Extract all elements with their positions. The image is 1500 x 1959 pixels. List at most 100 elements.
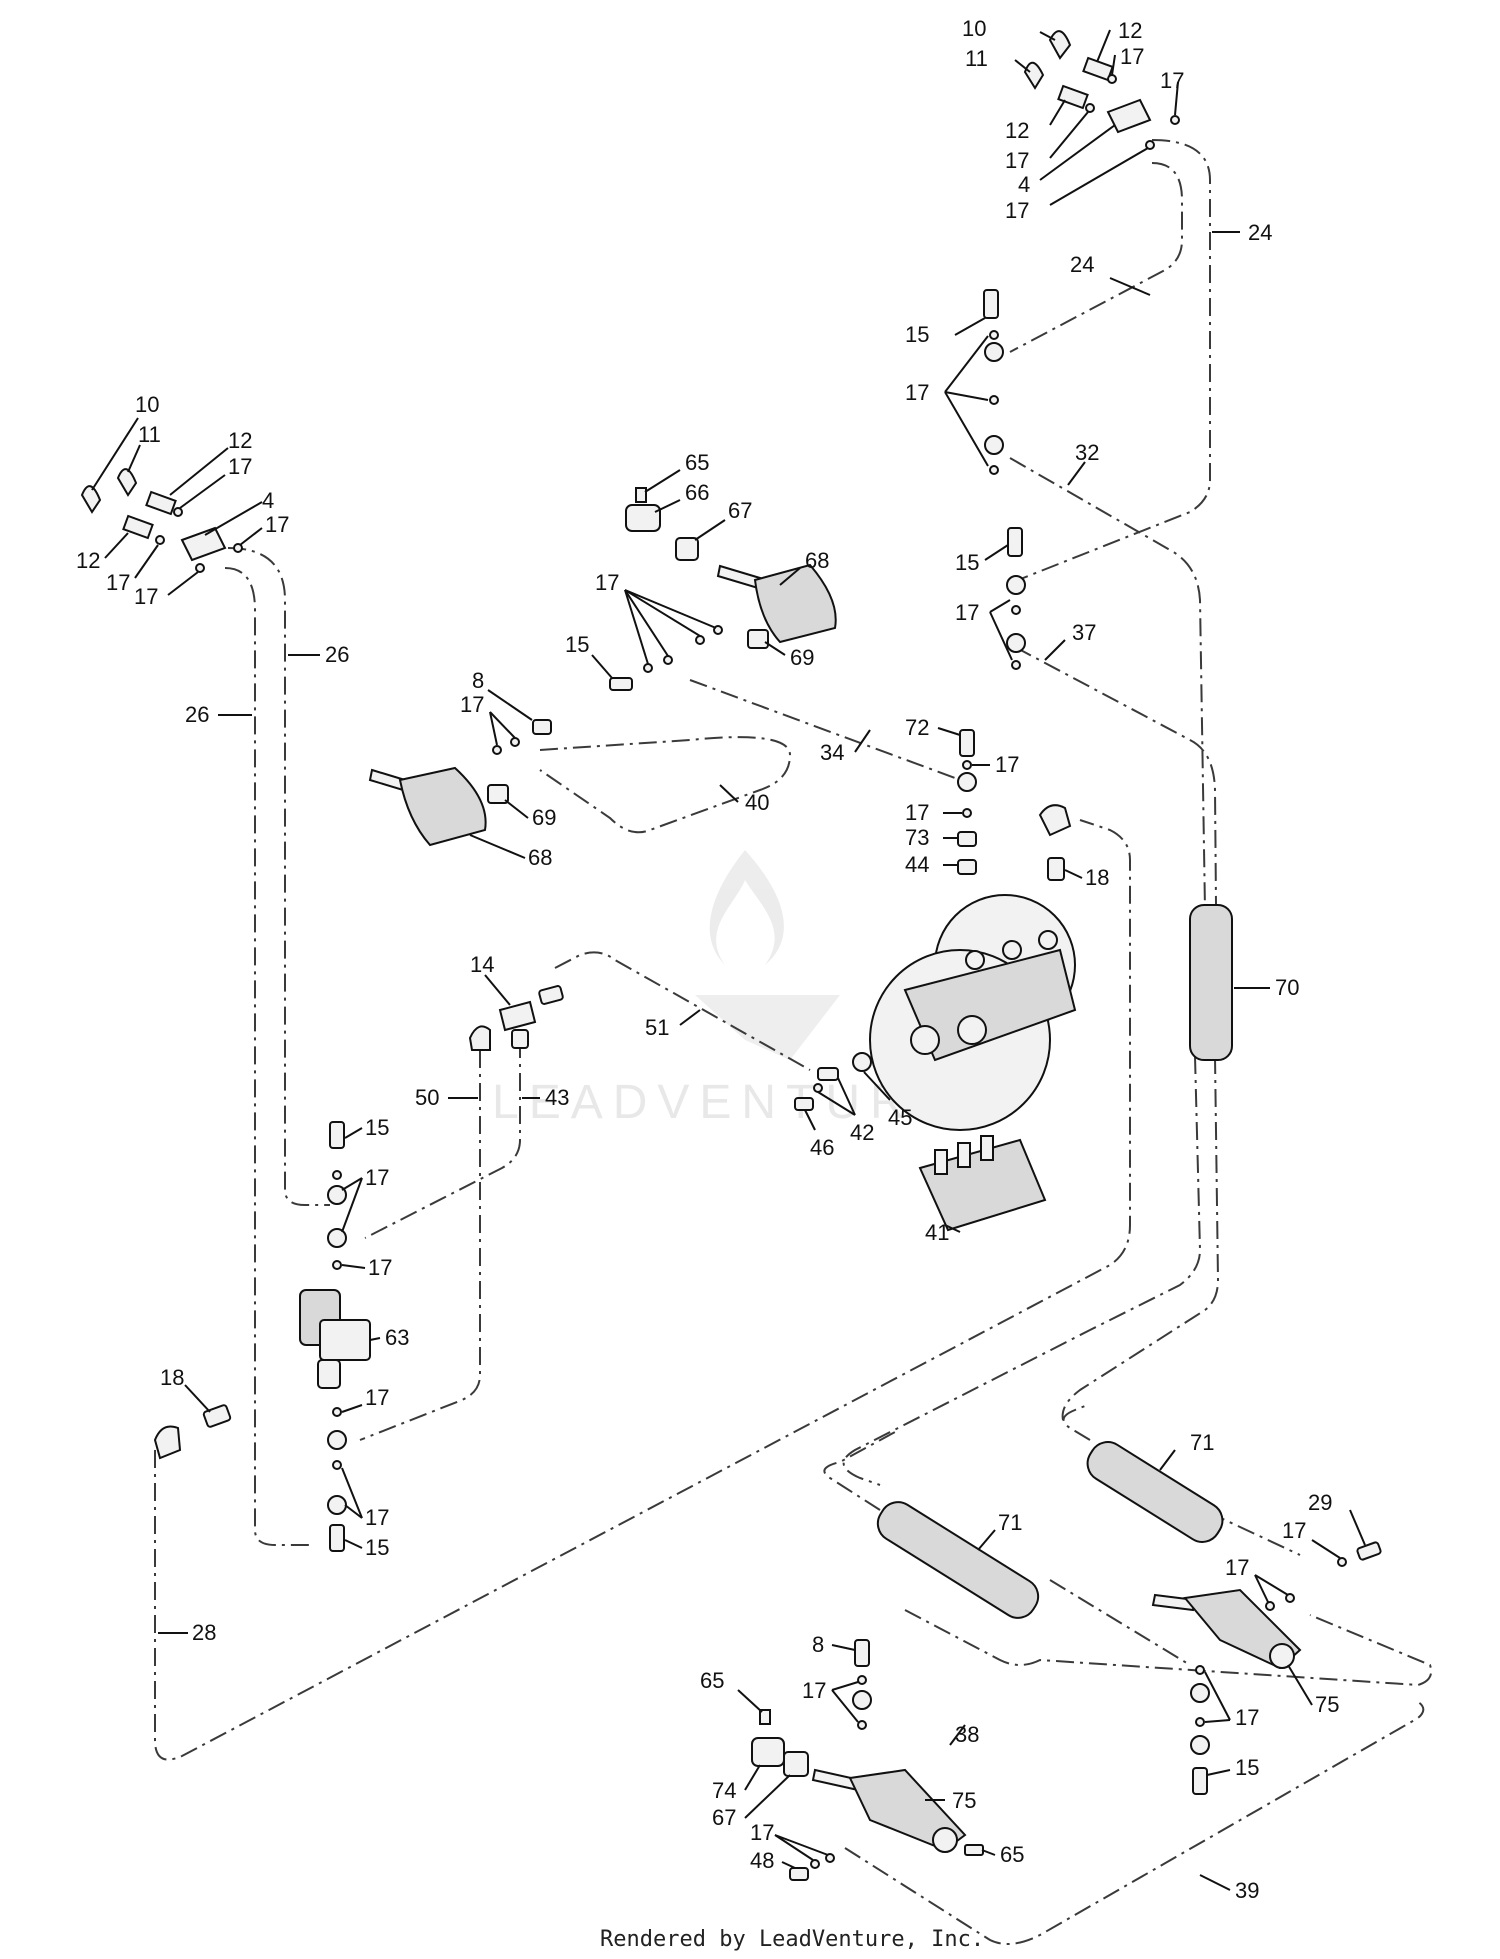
leader-17s [1311,1539,1341,1559]
leader-68b [469,834,526,859]
fitting-14-top [538,985,564,1005]
leader-12b [1049,99,1066,126]
watermark: LEADVENTURE [492,850,947,1129]
oring-17f-2 [1011,660,1021,670]
hose-32 [1009,457,1206,911]
callout-12d: 12 [76,548,100,573]
fitting-69a [747,629,769,649]
oring-17w-2 [825,1853,835,1863]
leader-67a [694,519,726,541]
oring-17t-2 [1285,1593,1295,1603]
oring-17v-1 [857,1675,867,1685]
bracket-assembly-left [80,468,243,573]
leader-17o-2 [341,1177,363,1233]
fittings-42 [794,1052,872,1111]
callout-4b: 4 [262,488,274,513]
leader-lines [91,29,1366,1891]
coupler-12c [145,490,177,516]
leader-40 [719,784,739,803]
grease-fitting-65c [964,1844,984,1856]
leader-17a [1111,54,1116,76]
hoses [154,139,1433,1945]
fitting-8b [854,1639,870,1667]
fitting-44 [957,859,977,875]
oring-17f-1 [1011,605,1021,615]
fitting-69b [487,784,509,804]
hose-70-lower [1061,1055,1220,1421]
callout-17m: 17 [995,752,1019,777]
leader-17o-1 [341,1177,363,1191]
leader-42-2 [837,1077,856,1116]
leader-17u-1 [1204,1671,1231,1721]
hose-26-left [224,567,310,1546]
bracket-assembly-top-right [1023,30,1180,150]
oring-17q [332,1407,342,1417]
control-valve-41 [918,1135,1047,1232]
banjo-fitting-l [852,1690,872,1710]
banjo-fitting-f [327,1185,347,1205]
callout-40: 40 [745,790,769,815]
callout-8b: 8 [812,1632,824,1657]
fitting-42 [817,1067,839,1081]
bolt-29 [1356,1541,1382,1561]
footer-credit: Rendered by LeadVenture, Inc. [600,1927,984,1952]
hose-71-left [1049,1579,1191,1666]
callout-10b: 10 [135,392,159,417]
leader-15f [1206,1769,1231,1776]
callout-17o: 17 [365,1165,389,1190]
oring-17e-2 [989,395,999,405]
leader-17q [341,1404,363,1413]
leader-17e-2 [944,391,989,401]
oring-17d [1145,140,1155,150]
grease-fitting-65b [759,1709,771,1725]
callout-17v: 17 [802,1678,826,1703]
callout-26a: 26 [325,642,349,667]
leader-46 [804,1109,816,1131]
oring-17o-1 [332,1170,342,1180]
callout-10a: 10 [962,16,986,41]
coupler-12d [122,514,154,540]
callout-15c: 15 [565,632,589,657]
grease-fitting-65a [635,487,647,503]
leader-67b [744,1774,791,1819]
tee-body-14 [498,1000,537,1032]
hose-37 [1014,646,1217,906]
callout-8a: 8 [472,668,484,693]
leader-17b [1174,81,1179,116]
leader-69b [504,799,529,819]
hose-38 [904,1609,1433,1687]
pin-clip-10b [80,485,102,514]
cylinder-68-upper [625,487,837,649]
callout-12b: 12 [1005,118,1029,143]
leader-11a [1014,59,1031,73]
hose-34 [689,679,956,779]
leader-41 [944,1224,961,1233]
leader-17t-2 [1254,1574,1289,1596]
leader-17k-4 [624,589,717,629]
leader-17e-1 [944,335,989,393]
leader-17f-2 [989,611,1013,661]
callout-29: 29 [1308,1490,1332,1515]
callout-17l: 17 [460,692,484,717]
callout-46: 46 [810,1135,834,1160]
banjo-bolt-15c [609,677,633,691]
leader-4b [204,501,263,536]
callout-75b: 75 [952,1788,976,1813]
callout-15e: 15 [365,1535,389,1560]
leader-15e [344,1539,363,1549]
callout-15b: 15 [955,550,979,575]
callout-48: 48 [750,1848,774,1873]
leader-74 [744,1764,761,1791]
banjo-bolt-15e [329,1524,345,1552]
callout-24a: 24 [1248,220,1272,245]
callout-67b: 67 [712,1805,736,1830]
leader-14 [484,974,511,1006]
callout-68b: 68 [528,845,552,870]
callout-45: 45 [888,1105,912,1130]
cylinder-rod-68a [716,564,762,590]
hose-40 [539,736,792,834]
callout-65b: 65 [700,1668,724,1693]
leader-17d [1049,147,1149,206]
callout-17u: 17 [1235,1705,1259,1730]
leader-39 [1199,1874,1231,1891]
